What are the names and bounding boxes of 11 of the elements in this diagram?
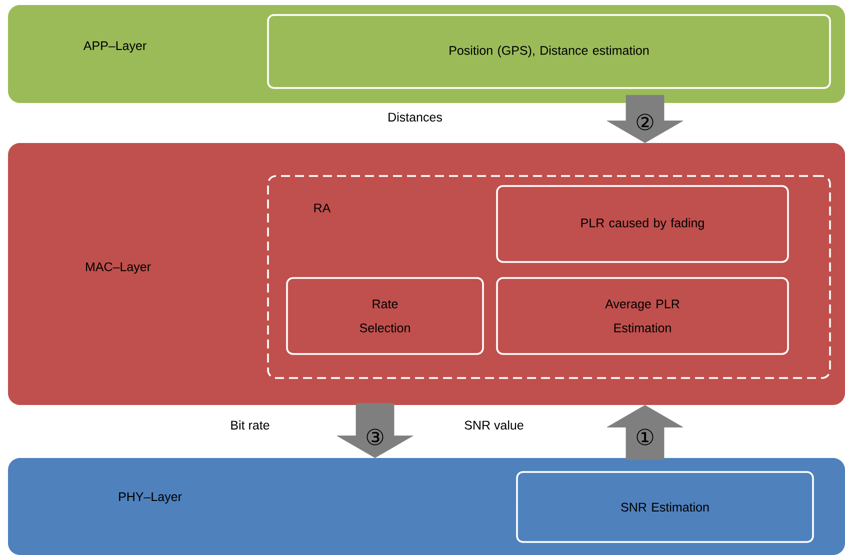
process-box: Position (GPS), Distance estimation	[267, 14, 831, 89]
layer-label: SNR value	[464, 420, 524, 430]
edge-label: ②	[634, 112, 656, 132]
process-box: Average PLR Estimation	[496, 277, 789, 355]
process-box: SNR Estimation	[516, 471, 814, 543]
layer-label: Bit rate	[231, 420, 270, 430]
edge-label: ③	[364, 428, 386, 446]
process-box: Rate Selection	[286, 277, 484, 355]
layer-label: Distances	[388, 112, 442, 122]
edge-label: ①	[634, 428, 656, 446]
process-box: PLR caused by fading	[496, 185, 789, 263]
